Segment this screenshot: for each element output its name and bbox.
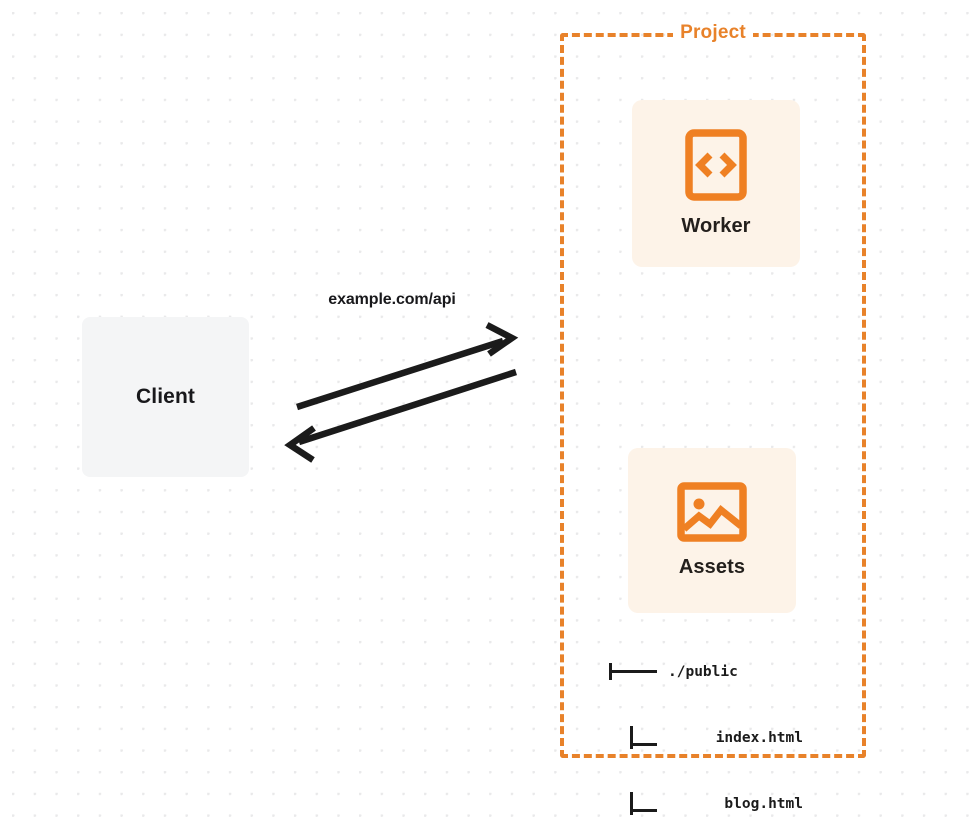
request-arrow-line bbox=[296, 337, 504, 411]
file-tree: ./public index.html blog.html contact.ht… bbox=[600, 617, 805, 818]
tree-branch-icon bbox=[600, 726, 658, 749]
code-brackets-icon bbox=[685, 129, 747, 201]
edge-label: example.com/api bbox=[328, 291, 456, 308]
assets-card-label: Assets bbox=[678, 556, 746, 578]
file-tree-item-label: blog.html bbox=[724, 796, 803, 812]
worker-card[interactable]: Worker bbox=[632, 100, 800, 267]
file-tree-row: blog.html bbox=[600, 792, 805, 815]
tree-branch-icon bbox=[600, 792, 658, 815]
project-title: Project bbox=[560, 22, 866, 44]
client-node[interactable]: Client bbox=[82, 317, 249, 477]
file-tree-item-label: ./public bbox=[668, 664, 738, 680]
image-icon bbox=[677, 482, 747, 542]
tree-tee-icon bbox=[600, 661, 658, 683]
file-tree-row: ./public bbox=[600, 661, 805, 683]
response-arrow-line bbox=[298, 368, 517, 446]
assets-card[interactable]: Assets bbox=[628, 448, 796, 613]
client-label: Client bbox=[136, 385, 195, 408]
worker-card-label: Worker bbox=[681, 215, 751, 237]
project-title-text: Project bbox=[673, 22, 753, 44]
response-arrowhead bbox=[284, 425, 316, 463]
file-tree-row: index.html bbox=[600, 726, 805, 749]
file-tree-item-label: index.html bbox=[715, 730, 803, 746]
request-arrowhead bbox=[485, 322, 519, 357]
